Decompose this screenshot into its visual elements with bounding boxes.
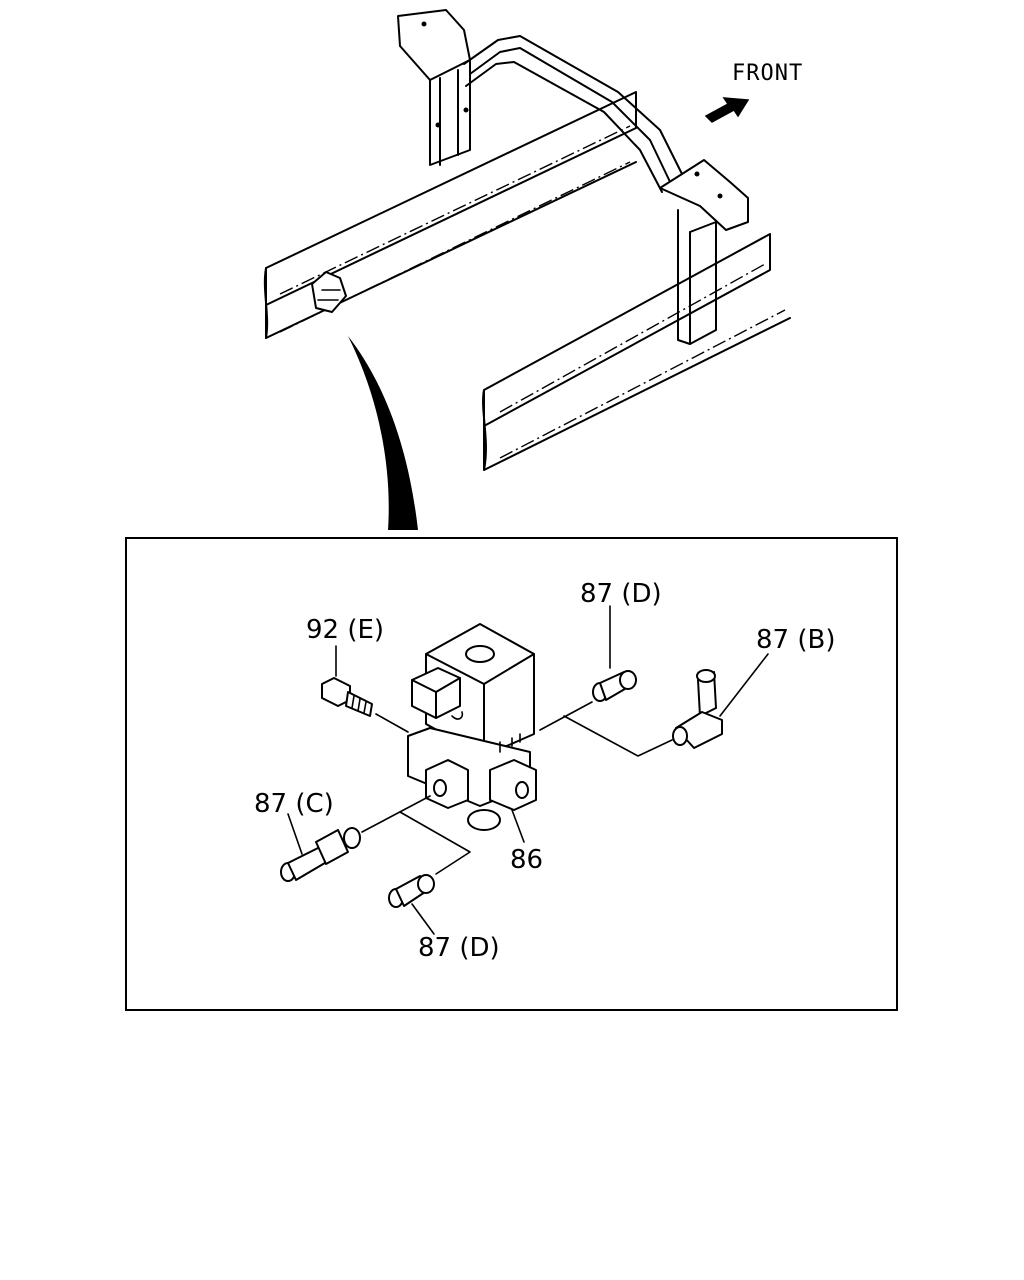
callout-86: 86	[510, 845, 543, 875]
arrow-right-icon	[704, 97, 750, 123]
chassis-frame-assembly	[263, 9, 791, 471]
detail-callout-wedge	[348, 336, 418, 530]
callout-87d-bottom: 87 (D)	[418, 933, 500, 963]
port-left	[425, 759, 469, 809]
fitting-87c	[280, 827, 361, 882]
port-right	[489, 759, 537, 811]
bolt-92e	[321, 677, 373, 717]
fitting-87d-bottom	[388, 874, 435, 908]
valve-body-86	[407, 623, 537, 831]
front-label: FRONT	[732, 61, 803, 86]
mounted-valve	[311, 271, 347, 313]
callout-87d-top: 87 (D)	[580, 579, 662, 609]
left-frame-rail	[265, 91, 637, 306]
callout-87b: 87 (B)	[756, 625, 835, 655]
detail-frame	[125, 537, 898, 1011]
crossmember-arch	[463, 35, 685, 179]
fitting-87d-top	[592, 670, 637, 702]
crossmember-right-bracket	[659, 159, 749, 231]
callout-87c: 87 (C)	[254, 789, 334, 819]
fitting-87b	[672, 669, 723, 749]
crossmember-left-bracket	[397, 9, 471, 81]
callout-92e: 92 (E)	[306, 615, 384, 645]
